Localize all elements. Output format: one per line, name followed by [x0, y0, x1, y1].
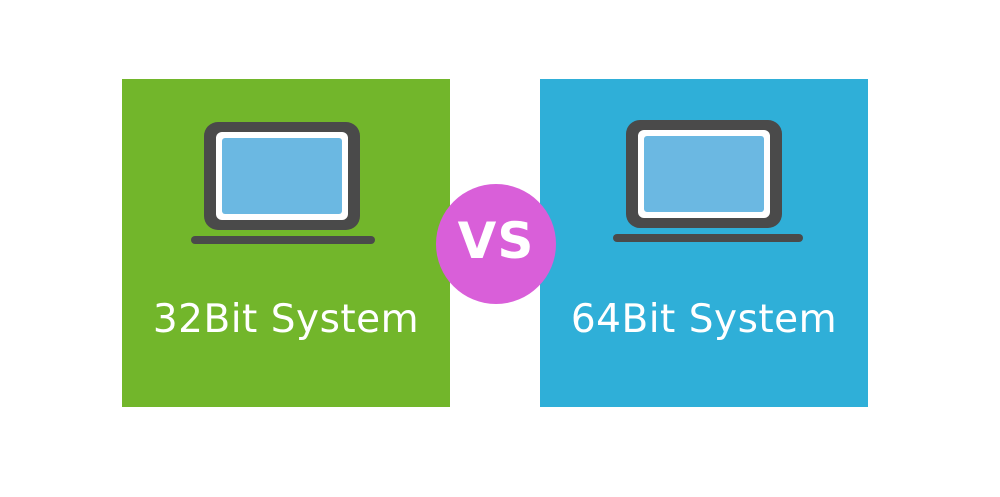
vs-badge: VS [436, 184, 556, 304]
panel-64bit: 64Bit System [540, 79, 868, 407]
laptop-icon [540, 120, 868, 250]
vs-text: VS [457, 212, 535, 270]
panel-label-64bit: 64Bit System [570, 297, 838, 342]
panel-32bit: 32Bit System [122, 79, 450, 407]
laptop-icon [122, 120, 450, 250]
panel-label-32bit: 32Bit System [152, 297, 420, 342]
